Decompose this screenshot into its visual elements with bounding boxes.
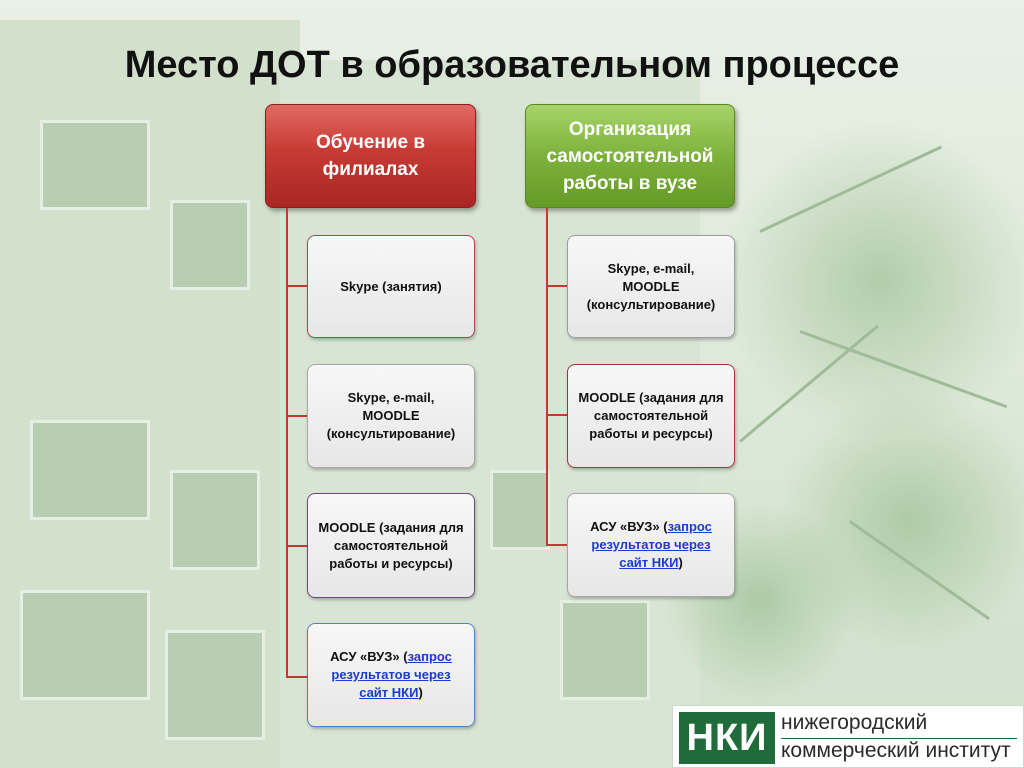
header-branch-training: Обучение в филиалах (265, 104, 476, 208)
left-item-skype-classes-text: Skype (занятия) (340, 278, 442, 294)
left-item-moodle-tasks: MOODLE (задания для самостоятельной рабо… (307, 493, 475, 598)
right-item-asu-vuz: АСУ «ВУЗ» (запрос результатов через сайт… (567, 493, 735, 597)
right-item-asu-suffix: ) (678, 555, 683, 570)
right-item-asu-vuz-text: АСУ «ВУЗ» (запрос результатов через сайт… (578, 518, 724, 572)
right-item-consulting-text: Skype, e-mail, MOODLE (консультирование) (586, 260, 716, 312)
right-connector-branch (546, 414, 567, 416)
slide-title: Место ДОТ в образовательном процессе (124, 44, 900, 86)
left-connector-branch (286, 285, 307, 287)
left-connector-branch (286, 415, 307, 417)
left-item-results-link[interactable]: запрос результатов через сайт НКИ (331, 649, 452, 700)
right-item-moodle-tasks: MOODLE (задания для самостоятельной рабо… (567, 364, 735, 468)
institute-logo: НКИ нижегородский коммерческий институт (672, 705, 1024, 768)
left-connector-branch (286, 676, 307, 678)
logo-line-2: коммерческий институт (781, 739, 1011, 762)
left-item-consulting-text: Skype, e-mail, MOODLE (консультирование) (326, 390, 456, 441)
left-item-asu-vuz: АСУ «ВУЗ» (запрос результатов через сайт… (307, 623, 475, 727)
right-item-results-link[interactable]: запрос результатов через сайт НКИ (591, 519, 712, 570)
logo-divider (781, 738, 1017, 739)
left-item-asu-vuz-text: АСУ «ВУЗ» (запрос результатов через сайт… (318, 648, 464, 702)
right-connector-trunk (546, 208, 548, 546)
logo-line-1: нижегородский (781, 711, 928, 734)
left-item-skype-classes: Skype (занятия) (307, 235, 475, 338)
right-item-consulting: Skype, e-mail, MOODLE (консультирование) (567, 235, 735, 338)
left-connector-trunk (286, 208, 288, 678)
header-branch-training-label: Обучение в филиалах (315, 132, 426, 180)
logo-mark: НКИ (679, 712, 775, 764)
header-self-study-organization-label: Организация самостоятельной работы в вуз… (546, 118, 714, 194)
right-connector-branch (546, 544, 567, 546)
left-item-asu-suffix: ) (418, 685, 423, 700)
left-item-consulting: Skype, e-mail, MOODLE (консультирование) (307, 364, 475, 468)
left-connector-branch (286, 545, 307, 547)
left-item-moodle-tasks-text: MOODLE (задания для самостоятельной рабо… (318, 519, 464, 571)
header-self-study-organization: Организация самостоятельной работы в вуз… (525, 104, 735, 208)
right-connector-branch (546, 285, 567, 287)
left-item-asu-prefix: АСУ «ВУЗ» ( (330, 649, 408, 664)
right-item-moodle-tasks-text: MOODLE (задания для самостоятельной рабо… (578, 390, 724, 441)
right-item-asu-prefix: АСУ «ВУЗ» ( (590, 519, 668, 534)
